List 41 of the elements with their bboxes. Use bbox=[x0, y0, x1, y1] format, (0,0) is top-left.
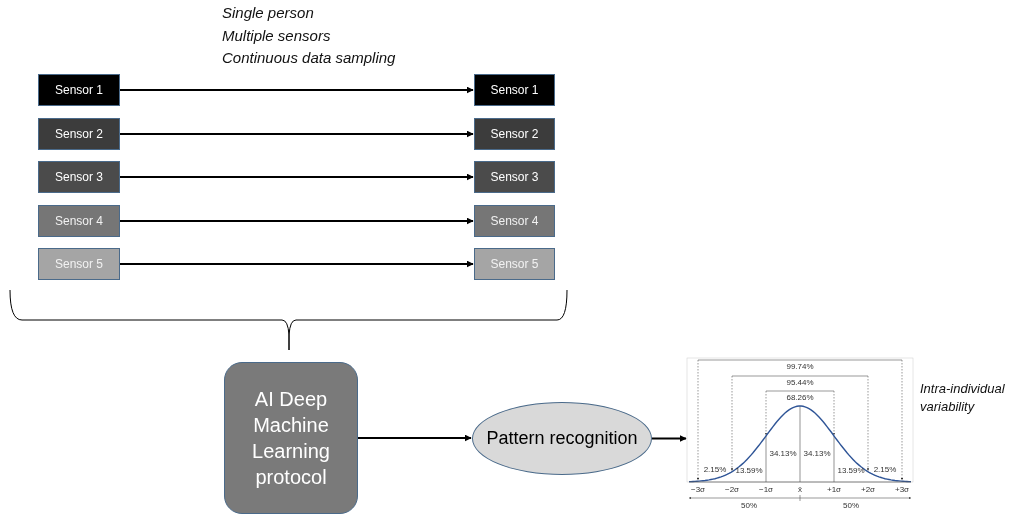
chart-label: x̄ bbox=[798, 486, 802, 494]
sensor-box: Sensor 3 bbox=[38, 161, 120, 193]
chart-label: −3σ bbox=[690, 486, 706, 494]
chart-label: 34.13% bbox=[803, 450, 831, 458]
note-text: Multiple sensors bbox=[222, 27, 331, 44]
chart-label: 99.74% bbox=[786, 363, 814, 371]
chart-label: 13.59% bbox=[837, 467, 865, 475]
sensor-box: Sensor 2 bbox=[38, 118, 120, 150]
chart-label: 2.15% bbox=[873, 466, 897, 474]
chart-label: 34.13% bbox=[769, 450, 797, 458]
chart-label: −2σ bbox=[724, 486, 740, 494]
arrow bbox=[119, 217, 474, 225]
arrow bbox=[119, 130, 474, 138]
chart-label: 68.26% bbox=[786, 394, 814, 402]
sensor-box: Sensor 2 bbox=[474, 118, 555, 150]
caption-text: Intra-individual variability bbox=[920, 380, 1006, 416]
sensor-box: Sensor 1 bbox=[474, 74, 555, 106]
arrow bbox=[651, 435, 687, 442]
chart-label: 50% bbox=[741, 502, 757, 510]
process-box: AI Deep Machine Learning protocol bbox=[224, 362, 358, 514]
note-text: Continuous data sampling bbox=[222, 49, 396, 66]
arrow bbox=[119, 86, 474, 94]
chart-label: 50% bbox=[843, 502, 859, 510]
arrow bbox=[119, 260, 474, 268]
chart-label: 95.44% bbox=[786, 379, 814, 387]
chart-label: 2.15% bbox=[703, 466, 727, 474]
arrow bbox=[357, 434, 472, 442]
sensor-box: Sensor 5 bbox=[38, 248, 120, 280]
chart-label: +1σ bbox=[826, 486, 842, 494]
note-text: Single person bbox=[222, 4, 314, 21]
sensor-box: Sensor 5 bbox=[474, 248, 555, 280]
sensor-box: Sensor 1 bbox=[38, 74, 120, 106]
chart-label: +3σ bbox=[894, 486, 910, 494]
sensor-box: Sensor 4 bbox=[474, 205, 555, 237]
chart-label: +2σ bbox=[860, 486, 876, 494]
sensor-box: Sensor 3 bbox=[474, 161, 555, 193]
sensor-box: Sensor 4 bbox=[38, 205, 120, 237]
process-ellipse: Pattern recognition bbox=[472, 402, 652, 475]
chart-label: 13.59% bbox=[735, 467, 763, 475]
chart-label: −1σ bbox=[758, 486, 774, 494]
arrow bbox=[119, 173, 474, 181]
